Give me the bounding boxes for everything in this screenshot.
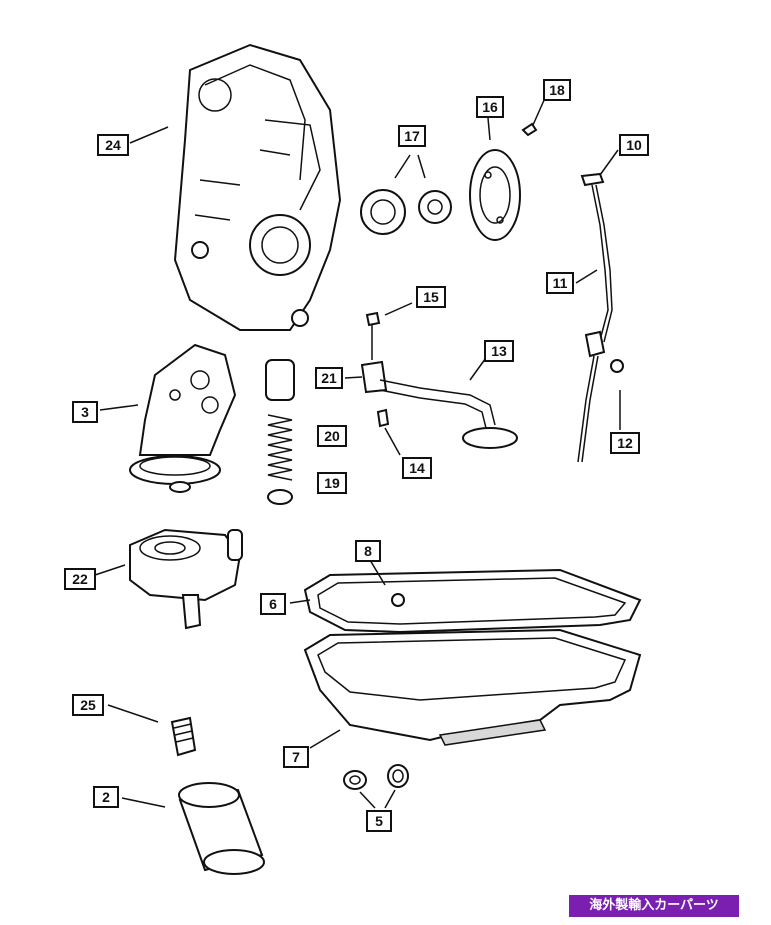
screw-part xyxy=(521,122,538,137)
relief-valve-part xyxy=(265,359,295,505)
drain-plug-part xyxy=(343,764,409,790)
callout-25: 25 xyxy=(72,694,104,716)
callout-19: 19 xyxy=(317,472,347,494)
callout-20: 20 xyxy=(317,425,347,447)
callout-8: 8 xyxy=(355,540,381,562)
oil-filter-part xyxy=(178,782,265,875)
callout-14: 14 xyxy=(402,457,432,479)
oil-filter-adapter-part xyxy=(129,343,237,493)
leader-lines xyxy=(94,97,621,809)
callout-21: 21 xyxy=(315,367,343,389)
callout-11: 11 xyxy=(546,272,574,294)
oil-pan-part xyxy=(303,628,642,746)
callout-2: 2 xyxy=(93,786,119,808)
callout-18: 18 xyxy=(543,79,571,101)
callout-17: 17 xyxy=(398,125,426,147)
oil-cooler-part xyxy=(129,528,243,630)
timing-cover-part xyxy=(173,43,342,331)
callout-6: 6 xyxy=(260,593,286,615)
oil-pickup-tube-part xyxy=(360,311,518,449)
oil-pump-gears-part xyxy=(360,189,452,235)
callout-5: 5 xyxy=(366,810,392,832)
watermark-badge: 海外製輸入カーパーツ xyxy=(569,895,739,917)
callout-12: 12 xyxy=(610,432,640,454)
callout-15: 15 xyxy=(416,286,446,308)
callout-22: 22 xyxy=(64,568,96,590)
callout-13: 13 xyxy=(484,340,514,362)
callout-7: 7 xyxy=(283,746,309,768)
oil-pump-cover-part xyxy=(469,149,521,241)
callout-24: 24 xyxy=(97,134,129,156)
dipstick-part xyxy=(577,172,624,463)
oil-pan-gasket-part xyxy=(303,568,642,634)
callout-16: 16 xyxy=(476,96,504,118)
callout-3: 3 xyxy=(72,401,98,423)
callout-10: 10 xyxy=(619,134,649,156)
filter-stud-part xyxy=(170,716,197,757)
